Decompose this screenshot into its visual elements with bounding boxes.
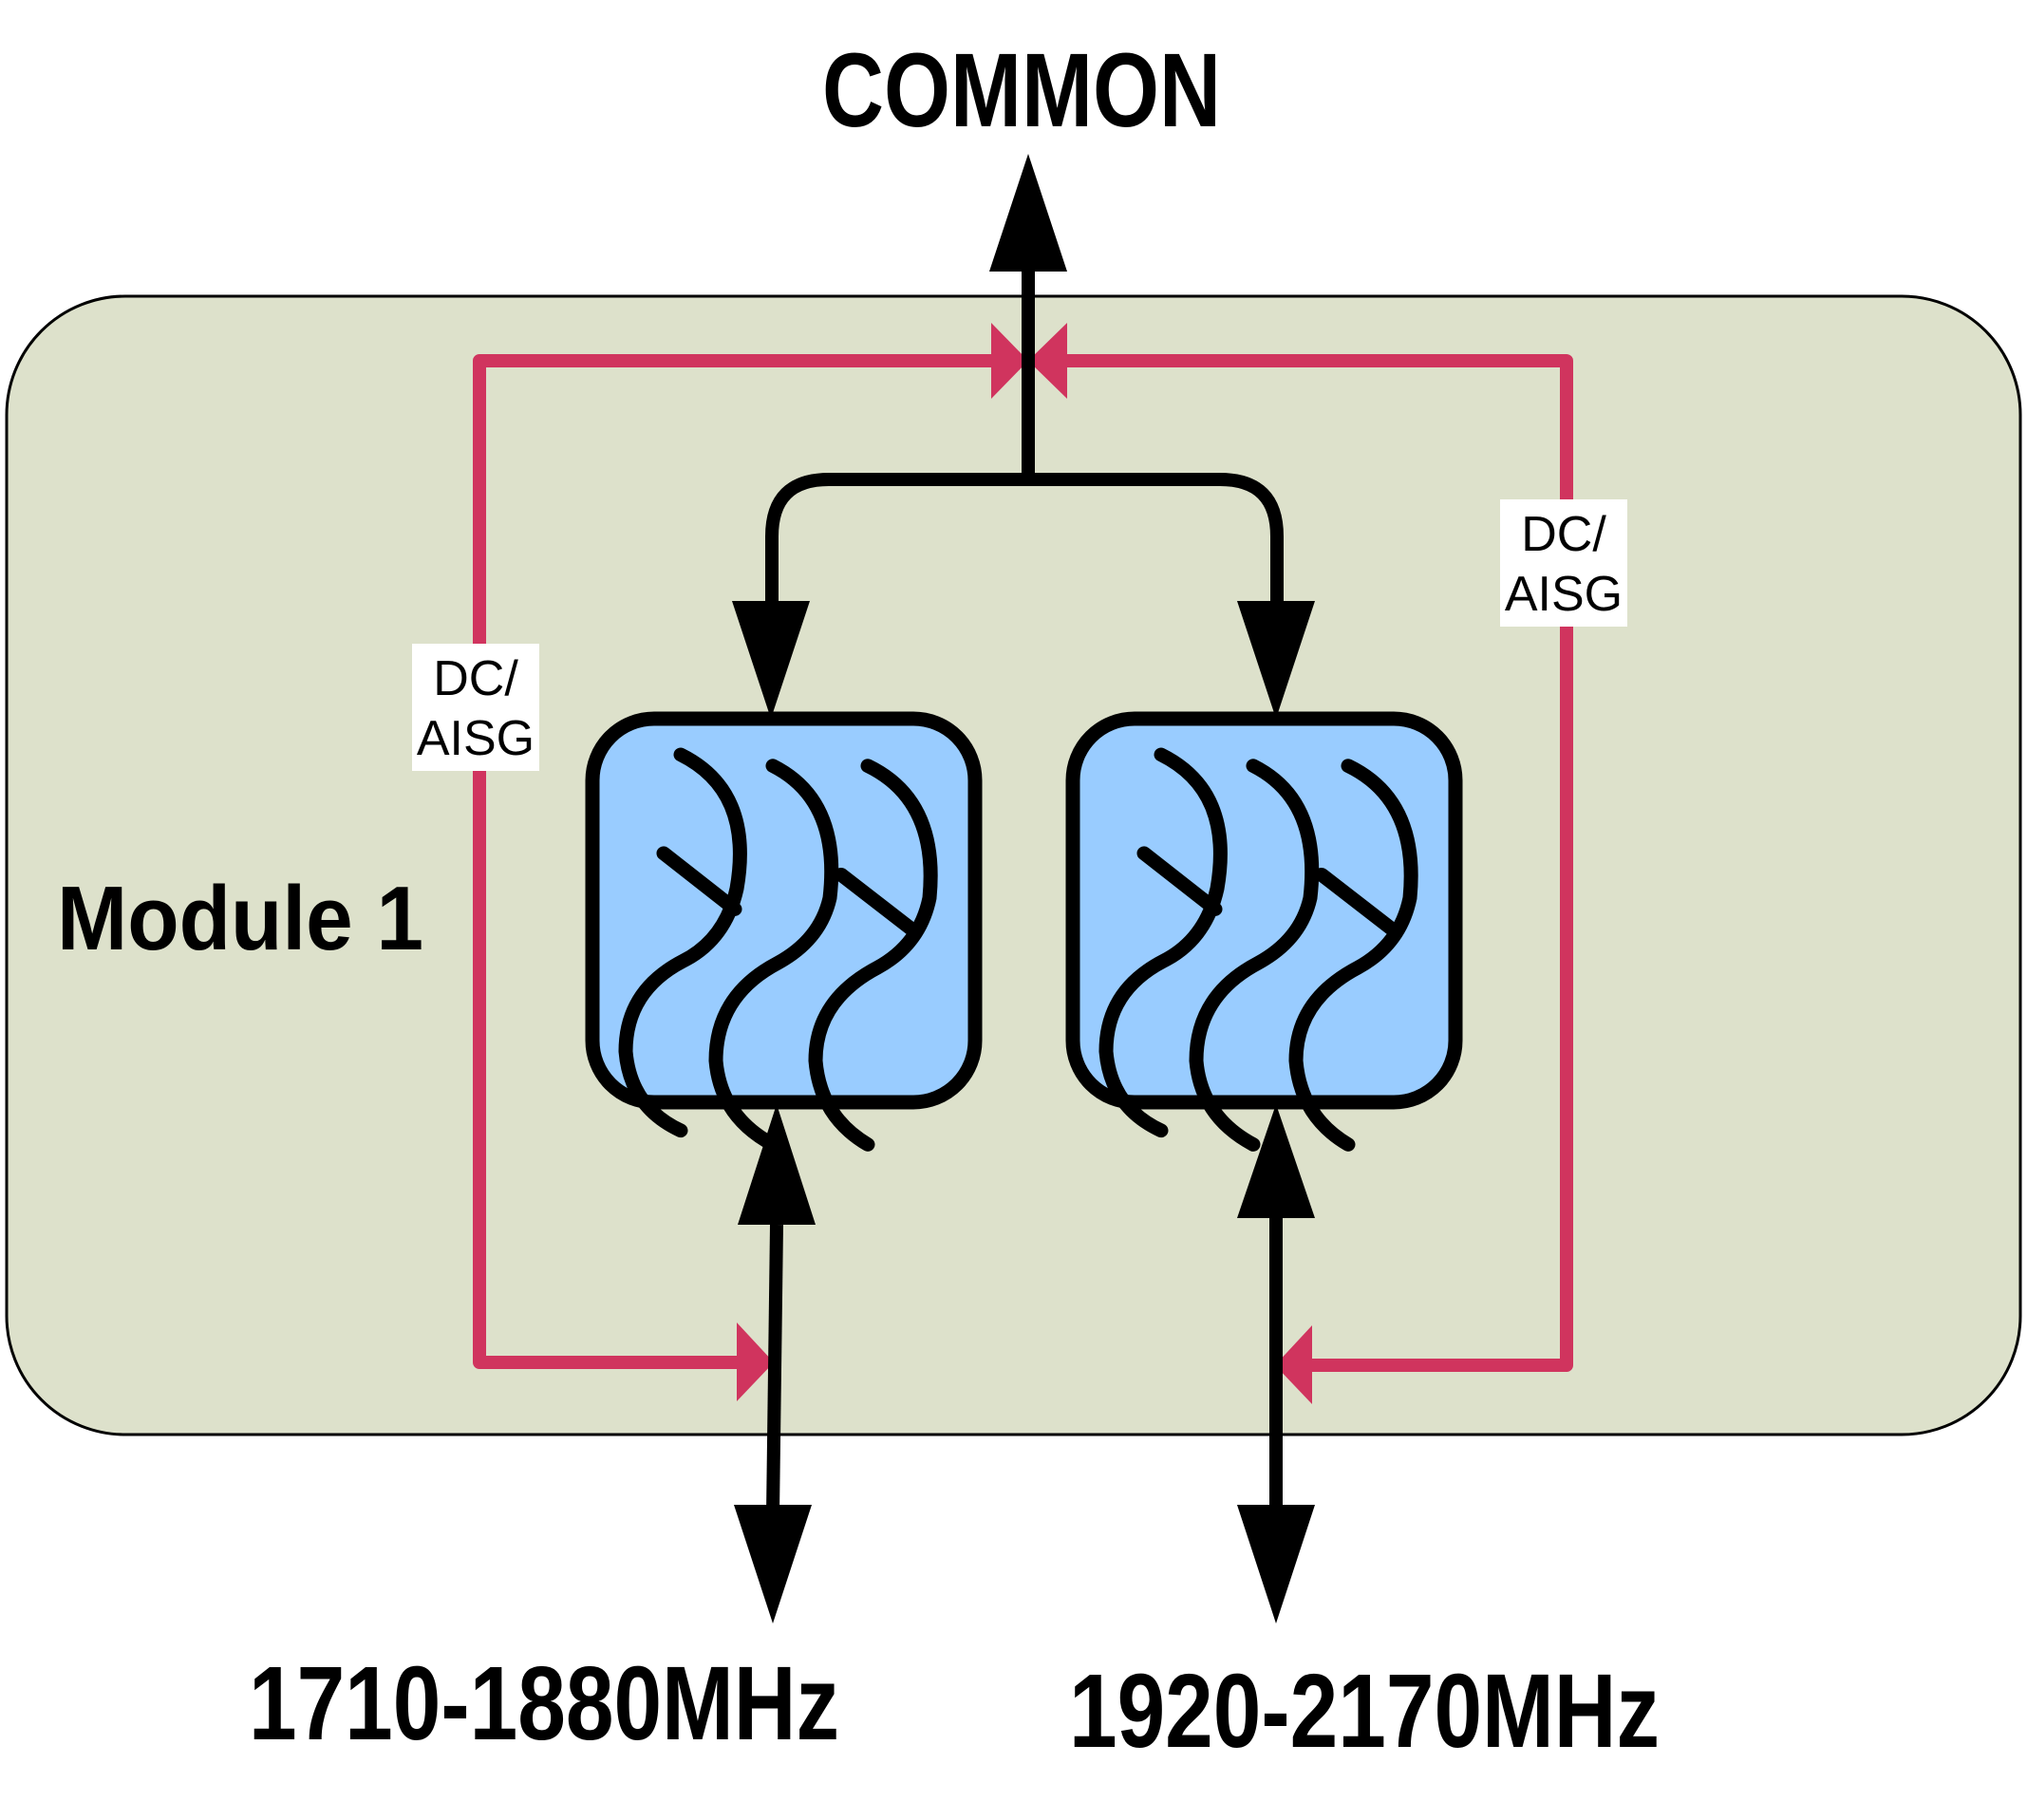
module-container: [5, 294, 2022, 1436]
dc-aisg-left-line2: AISG: [417, 711, 535, 766]
common-rf-path: [732, 154, 1315, 719]
band-1-arrow-down: [734, 1505, 812, 1623]
dc-inject-arrow-top-left: [991, 323, 1028, 399]
dc-inject-arrow-top-right: [1028, 323, 1067, 399]
dc-aisg-path-right: [1067, 354, 1573, 1372]
dc-aisg-right-line2: AISG: [1505, 567, 1623, 622]
band-port-2-label: 1920-2170MHz: [1069, 1653, 1660, 1770]
band-1-rf-path: [734, 1104, 816, 1623]
band-port-1-label: 1710-1880MHz: [249, 1645, 839, 1762]
band-1-arrow-up: [738, 1104, 816, 1225]
dc-inject-arrow-bottom-right: [1275, 1325, 1312, 1404]
dc-aisg-label-left: DC/ AISG: [412, 644, 539, 771]
filter-1710-1880: [585, 711, 983, 1145]
split-arrow-right: [1237, 601, 1315, 719]
band-2-arrow-up: [1237, 1104, 1315, 1218]
band-2-arrow-down: [1237, 1505, 1315, 1623]
filter-1920-2170: [1065, 711, 1463, 1145]
dc-inject-arrow-bottom-left: [737, 1323, 774, 1401]
dc-aisg-right-line1: DC/: [1521, 507, 1606, 562]
dc-aisg-left-line1: DC/: [433, 651, 518, 706]
split-arrow-left: [732, 601, 810, 719]
dc-aisg-label-right: DC/ AISG: [1500, 499, 1627, 627]
common-arrow-up: [989, 154, 1067, 272]
module-label: Module 1: [57, 868, 423, 969]
dc-aisg-path-left: [473, 354, 991, 1369]
band-2-rf-path: [1237, 1104, 1315, 1623]
common-port-label: COMMON: [822, 32, 1221, 149]
